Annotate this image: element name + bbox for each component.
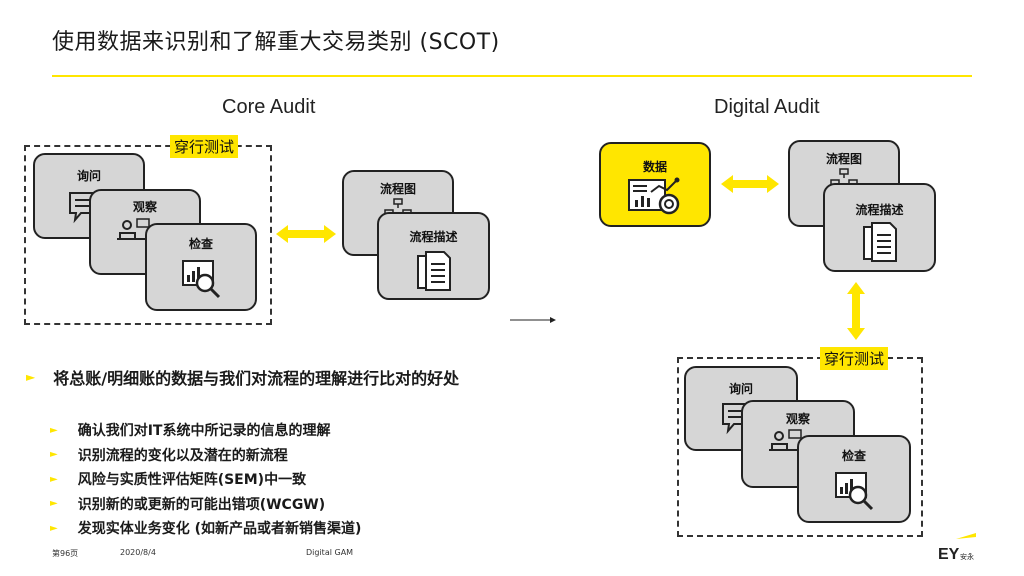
list-item-text: 风险与实质性评估矩阵(SEM)中一致 bbox=[77, 472, 307, 489]
person-at-desk-icon bbox=[115, 217, 155, 255]
digital-document-icon bbox=[860, 221, 900, 269]
inquiry-label: 询问 bbox=[76, 169, 101, 183]
logo-text: EY bbox=[938, 546, 960, 563]
ey-logo: EY 安永 bbox=[938, 533, 978, 563]
footer-date: 2020/8/4 bbox=[120, 548, 156, 557]
list-item-text: 确认我们对IT系统中所记录的信息的理解 bbox=[77, 423, 331, 440]
core-audit-heading: Core Audit bbox=[222, 96, 316, 118]
slide-title: 使用数据来识别和了解重大交易类别 (SCOT) bbox=[52, 30, 500, 55]
footer-page-number: 第96页 bbox=[52, 549, 79, 558]
inspect-label: 检查 bbox=[188, 237, 213, 251]
list-item: ► 发现实体业务变化 (如新产品或者新销售渠道) bbox=[50, 516, 361, 541]
list-item: ► 识别流程的变化以及潜在的新流程 bbox=[50, 443, 361, 468]
digital-walkthrough-label: 穿行测试 bbox=[820, 347, 889, 370]
bullet-triangle-icon: ► bbox=[50, 424, 58, 436]
footer-source: Digital GAM bbox=[306, 548, 354, 557]
flowchart-label: 流程图 bbox=[379, 182, 416, 196]
digital-magnifier-report-icon bbox=[832, 469, 876, 517]
magnifier-report-icon bbox=[179, 257, 223, 305]
main-bullet: ► 将总账/明细账的数据与我们对流程的理解进行比对的好处 bbox=[26, 365, 459, 389]
bullet-triangle-icon: ► bbox=[26, 370, 36, 384]
digital-flowchart-label: 流程图 bbox=[825, 152, 862, 166]
benefit-list: ► 确认我们对IT系统中所记录的信息的理解 ► 识别流程的变化以及潜在的新流程 ► 风… bbox=[50, 418, 361, 541]
bullet-triangle-icon: ► bbox=[50, 522, 58, 534]
transition-arrow bbox=[510, 317, 556, 323]
main-bullet-text: 将总账/明细账的数据与我们对流程的理解进行比对的好处 bbox=[53, 369, 460, 388]
digital-double-arrow bbox=[721, 175, 779, 193]
bullet-triangle-icon: ► bbox=[50, 449, 58, 461]
list-item: ► 风险与实质性评估矩阵(SEM)中一致 bbox=[50, 467, 361, 492]
data-label: 数据 bbox=[642, 160, 667, 174]
list-item-text: 发现实体业务变化 (如新产品或者新销售渠道) bbox=[77, 521, 362, 538]
bullet-triangle-icon: ► bbox=[50, 473, 58, 485]
logo-subtext: 安永 bbox=[960, 552, 974, 561]
digital-vertical-arrow bbox=[847, 282, 865, 340]
core-walkthrough-box bbox=[24, 145, 272, 325]
list-item-text: 识别流程的变化以及潜在的新流程 bbox=[77, 447, 288, 464]
digital-process-desc-card: 流程描述 bbox=[823, 183, 936, 272]
digital-inspect-label: 检查 bbox=[841, 449, 866, 463]
core-walkthrough-label: 穿行测试 bbox=[170, 135, 239, 158]
bullet-triangle-icon: ► bbox=[50, 498, 58, 510]
digital-inquiry-label: 询问 bbox=[728, 382, 753, 396]
digital-walkthrough-box bbox=[677, 357, 923, 537]
digital-process-desc-label: 流程描述 bbox=[855, 203, 904, 217]
list-item: ► 确认我们对IT系统中所记录的信息的理解 bbox=[50, 418, 361, 443]
process-desc-label: 流程描述 bbox=[409, 230, 458, 244]
observe-label: 观察 bbox=[132, 200, 157, 214]
core-process-desc-card: 流程描述 bbox=[377, 212, 490, 300]
core-double-arrow bbox=[276, 225, 336, 243]
list-item: ► 识别新的或更新的可能出错项(WCGW) bbox=[50, 492, 361, 517]
data-analytics-icon bbox=[627, 176, 683, 220]
digital-inspect-card: 检查 bbox=[797, 435, 911, 523]
digital-observe-label: 观察 bbox=[785, 412, 810, 426]
document-icon bbox=[414, 250, 454, 298]
digital-audit-heading: Digital Audit bbox=[714, 96, 820, 118]
list-item-text: 识别新的或更新的可能出错项(WCGW) bbox=[77, 496, 326, 513]
core-inspect-card: 检查 bbox=[145, 223, 257, 311]
title-underline bbox=[52, 75, 972, 77]
digital-data-card: 数据 bbox=[599, 142, 711, 227]
